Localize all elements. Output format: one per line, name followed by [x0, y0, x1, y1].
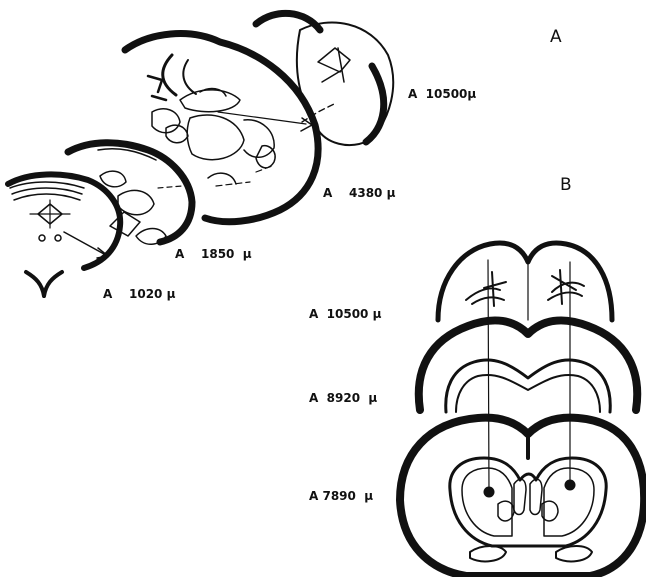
label-b-10500: A 10500 μ	[309, 307, 382, 321]
label-a-4380: A 4380 μ	[323, 186, 396, 200]
panel-b-sections	[400, 243, 644, 576]
label-a-10500: A 10500μ	[408, 87, 476, 101]
section-a-1020	[8, 174, 120, 296]
section-a-10500	[256, 13, 393, 145]
label-b-7890: A 7890 μ	[309, 489, 373, 503]
label-b-8920: A 8920 μ	[309, 391, 377, 405]
panel-label-b: B	[560, 175, 572, 195]
panel-label-a: A	[550, 27, 562, 47]
label-a-1850: A 1850 μ	[175, 247, 252, 261]
section-a-4380	[125, 34, 318, 222]
label-a-1020: A 1020 μ	[103, 287, 176, 301]
section-a-1850	[68, 143, 192, 245]
